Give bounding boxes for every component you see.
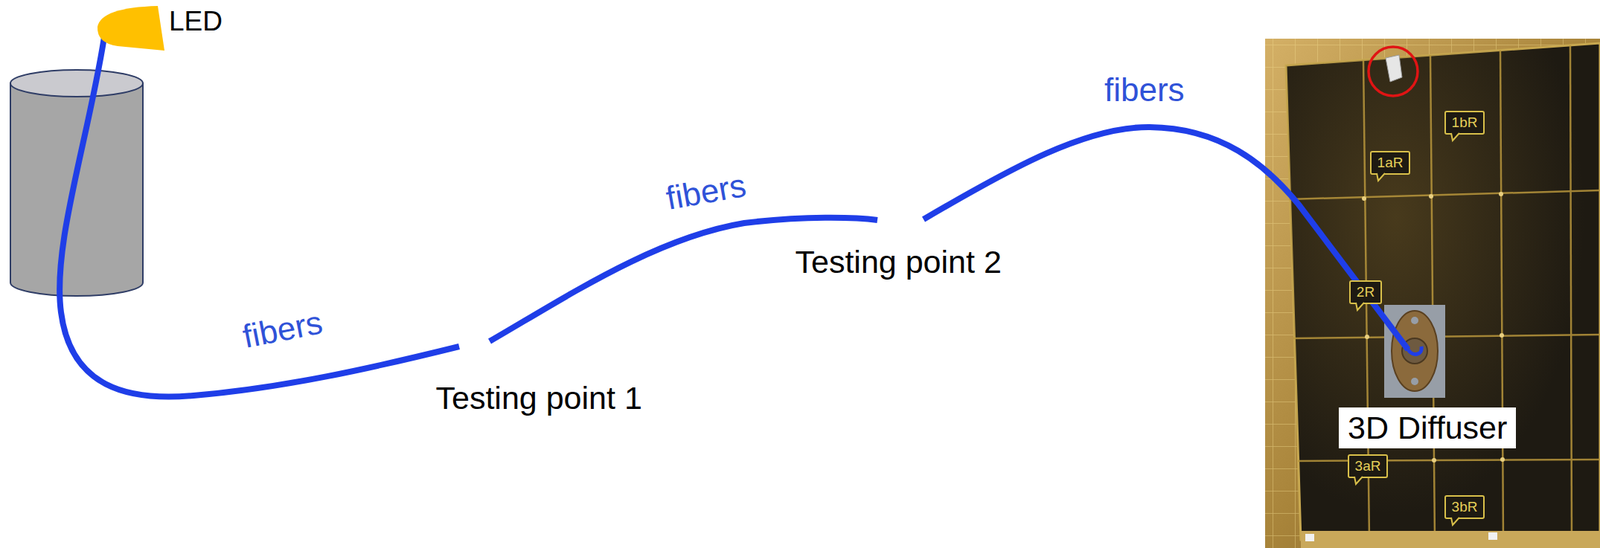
led-symbol — [95, 2, 166, 54]
panel-tag-text: 3bR — [1451, 499, 1478, 517]
panel-tag-text: 3aR — [1355, 458, 1382, 476]
cable-label: fibers — [1104, 71, 1185, 110]
panel-field — [1285, 43, 1600, 541]
detector-photo — [1265, 38, 1600, 548]
led-shape — [97, 5, 165, 51]
bubble-tail — [1355, 302, 1366, 312]
floor-marker — [1488, 532, 1498, 541]
panel-tag: 1aR — [1370, 151, 1411, 176]
diffuser-photo — [1384, 305, 1446, 399]
cable-label: fibers — [663, 166, 749, 219]
led-label: LED — [168, 2, 223, 38]
bubble-tail — [1450, 517, 1461, 527]
floor-marker — [1305, 534, 1315, 542]
panel-tag: 3aR — [1347, 454, 1389, 480]
panel-tag: 1bR — [1444, 110, 1486, 136]
floor-strip — [1300, 531, 1600, 548]
diffuser-text: 3D Diffuser — [1347, 410, 1507, 447]
testing-point-label: Testing point 1 — [436, 380, 643, 417]
diffuser-label: 3D Diffuser — [1338, 407, 1516, 449]
wall-mesh — [1265, 38, 1600, 548]
led-source: LED — [95, 2, 223, 54]
panel-seams — [1288, 45, 1600, 541]
panel-tag: 3bR — [1444, 495, 1486, 521]
panel-tag: 2R — [1349, 280, 1382, 306]
testing-point-label: Testing point 2 — [795, 244, 1002, 281]
panel-tag-text: 1bR — [1451, 114, 1478, 132]
bubble-tail — [1376, 173, 1387, 183]
panel-tag-text: 2R — [1356, 284, 1375, 302]
diffuser-mount — [1385, 55, 1403, 82]
highlight-circle — [1368, 46, 1418, 96]
photo-ground — [1265, 38, 1600, 548]
bubble-tail — [1450, 133, 1461, 143]
panel-tag-text: 1aR — [1377, 154, 1404, 172]
fiber-cable — [59, 37, 1422, 398]
bubble-tail — [1353, 477, 1365, 486]
panel-sheen — [1285, 43, 1600, 541]
cable-label: fibers — [239, 303, 326, 356]
